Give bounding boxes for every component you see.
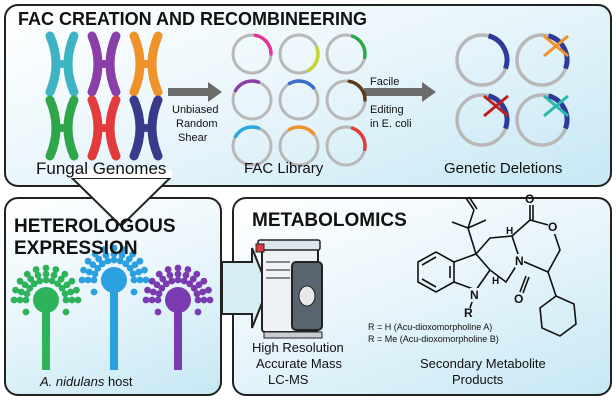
genetic-deletions-label: Genetic Deletions xyxy=(444,160,563,177)
fac-library-circle xyxy=(278,33,320,75)
atom-label-r: R xyxy=(464,306,473,320)
conidiophore-icon xyxy=(142,264,214,370)
acu-dioxomorpholine-structure xyxy=(417,196,577,337)
fac-library-circle xyxy=(325,79,367,121)
genetic-deletion-circle xyxy=(515,33,570,87)
shear-arrow xyxy=(168,82,222,102)
fac-library-circle xyxy=(231,33,273,75)
host-suffix: host xyxy=(104,374,133,389)
atom-label-h-2: H xyxy=(506,226,514,237)
heterologous-title-line-2: EXPRESSION xyxy=(14,238,138,259)
callout-mask xyxy=(70,170,172,178)
fac-library-circle xyxy=(231,125,273,167)
conidiophore-icon xyxy=(10,264,82,370)
fac-library-circle xyxy=(278,79,320,121)
transfer-arrow xyxy=(221,247,270,329)
shear-label-line-1: Unbiased xyxy=(172,104,219,116)
fac-creation-panel xyxy=(4,4,612,187)
editing-label-line-2: Editing xyxy=(370,104,404,116)
atom-label-h-1: H xyxy=(492,276,500,287)
fac-library-circle xyxy=(278,125,320,167)
instrument-label-line-3: LC-MS xyxy=(268,372,309,387)
products-label-line-2: Products xyxy=(452,372,504,387)
chromosome-icon xyxy=(87,95,121,161)
host-label: A. nidulans host xyxy=(40,374,133,389)
atom-label-n-indoline: N xyxy=(470,288,479,302)
fac-library-label: FAC Library xyxy=(244,160,324,177)
editing-label-line-3: in E. coli xyxy=(370,118,412,130)
genetic-deletion-circle xyxy=(455,33,510,87)
heterologous-title-line-1: HETEROLOGOUS xyxy=(14,216,176,237)
instrument-label-line-2: Accurate Mass xyxy=(256,356,342,371)
atom-label-o-carbonyl-2: O xyxy=(514,292,524,306)
shear-label-line-2: Random xyxy=(176,118,218,130)
fac-library-circle xyxy=(325,33,367,75)
shear-label-line-3: Shear xyxy=(178,132,208,144)
instrument-label-line-1: High Resolution xyxy=(252,340,344,355)
r-group-line-1: R = H (Acu-dioxomorpholine A) xyxy=(368,322,493,332)
conidiophore-icon xyxy=(78,244,150,370)
fac-creation-title: FAC CREATION AND RECOMBINEERING xyxy=(18,9,368,29)
metabolomics-title: METABOLOMICS xyxy=(252,210,407,231)
fungal-genomes-label: Fungal Genomes xyxy=(36,159,167,178)
products-label-line-1: Secondary Metabolite xyxy=(420,356,546,371)
atom-label-o-carbonyl-1: O xyxy=(525,192,535,206)
chromosome-icon xyxy=(45,95,79,161)
atom-label-o-ring: O xyxy=(548,220,558,234)
chromosome-icon xyxy=(87,31,121,97)
host-species: A. nidulans xyxy=(40,374,105,389)
chromosome-icon xyxy=(129,31,163,97)
fac-library-circle xyxy=(325,125,367,167)
fac-library-circle xyxy=(231,79,273,121)
r-group-line-2: R = Me (Acu-dioxomorpholine B) xyxy=(368,334,499,344)
editing-arrow xyxy=(364,82,436,102)
atom-label-n-amide: N xyxy=(515,254,524,268)
chromosome-icon xyxy=(45,31,79,97)
genetic-deletion-circle xyxy=(515,93,570,147)
lcms-instrument-icon xyxy=(255,239,323,339)
genetic-deletion-circle xyxy=(455,93,510,147)
chromosome-icon xyxy=(129,95,163,161)
editing-label-line-1: Facile xyxy=(370,76,400,88)
